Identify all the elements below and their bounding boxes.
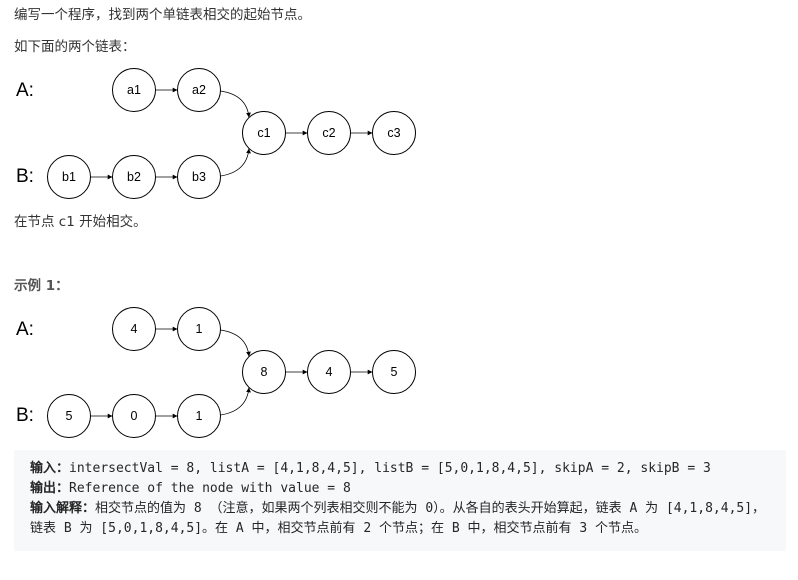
node-value: 0 [131,409,138,423]
list-node [112,307,156,351]
node-value: 8 [261,365,268,379]
input-line: 输入：intersectVal = 8, listA = [4,1,8,4,5]… [30,459,770,479]
list-node [112,155,156,199]
output-line: 输出：Reference of the node with value = 8 [30,479,770,499]
edges [90,87,373,180]
nodes: b1 b2 b3 a1 a2 c1 c2 c3 [47,68,416,199]
example-block: 输入：intersectVal = 8, listA = [4,1,8,4,5]… [14,450,786,551]
node-value: 5 [391,365,398,379]
node-value: c1 [257,126,270,140]
list-node [242,111,286,155]
example-title: 示例 1： [14,278,69,294]
node-value: c2 [322,126,335,140]
list-node [177,394,221,438]
node-value: a2 [192,83,206,97]
list-node [372,350,416,394]
edges [90,326,373,419]
list-b-label: B: [16,405,34,426]
list-node [47,155,91,199]
explain-text-1: 相交节点的值为 8 （注意，如果两个列表相交则不能为 0）。从各自的表头开始算起… [95,501,766,516]
list-node [177,307,221,351]
input-value: intersectVal = 8, listA = [4,1,8,4,5], l… [69,461,711,476]
output-value: Reference of the node with value = 8 [69,481,351,496]
problem-statement: 编写一个程序，找到两个单链表相交的起始节点。 [14,7,311,23]
output-label: 输出： [30,481,70,496]
node-value: 4 [131,322,138,336]
list-node [242,350,286,394]
node-value: b2 [127,170,141,184]
node-value: b1 [62,170,76,184]
merge-arrow-b [220,387,251,416]
node-value: 5 [66,409,73,423]
input-label: 输入： [30,461,70,476]
list-a-label: A: [16,319,34,340]
node-value: b3 [192,170,206,184]
list-b-label: B: [16,166,34,187]
list-node [112,68,156,112]
node-value: a1 [127,83,141,97]
node-value: 1 [196,322,203,336]
merge-arrow-a [220,329,251,357]
intro-text: 如下面的两个链表： [14,39,136,55]
node-value: 1 [196,409,203,423]
explain-line: 输入解释：相交节点的值为 8 （注意，如果两个列表相交则不能为 0）。从各自的表… [30,499,770,519]
nodes: 5 0 1 4 1 8 4 5 [47,307,416,438]
list-node [307,350,351,394]
intersect-note: 在节点 c1 开始相交。 [14,214,147,230]
node-value: 4 [326,365,333,379]
list-node [372,111,416,155]
list-a-label: A: [16,80,34,101]
node-value: c3 [387,126,400,140]
linked-list-diagram-1: A: B: b1 b2 b3 a1 a2 c1 c2 c3 [16,68,416,199]
merge-arrow-a [220,90,251,118]
merge-arrow-b [220,148,251,177]
list-node [177,68,221,112]
linked-list-diagram-2: A: B: 5 0 1 4 1 8 4 5 [16,307,416,438]
list-node [177,155,221,199]
list-node [47,394,91,438]
explain-label: 输入解释： [30,501,96,516]
list-node [307,111,351,155]
list-node [112,394,156,438]
explain-line-2: 链表 B 为 [5,0,1,8,4,5]。在 A 中，相交节点前有 2 个节点；… [30,521,647,536]
